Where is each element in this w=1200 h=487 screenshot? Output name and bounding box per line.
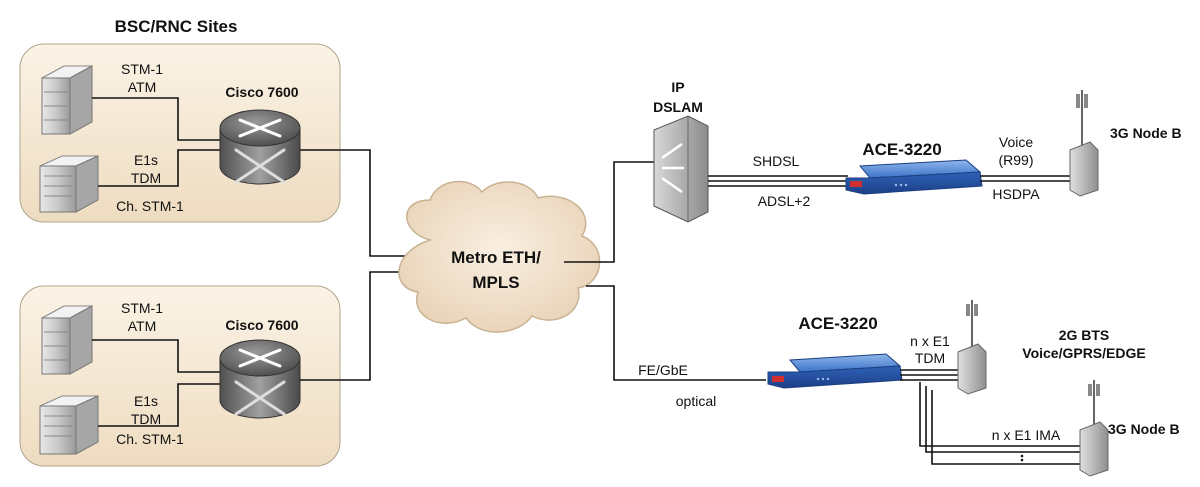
site-2-lower-note: Ch. STM-1 [116,431,184,447]
site-1-upper-link-line1: STM-1 [121,61,163,77]
top-node-links [980,175,1072,182]
top-link-upper-label: SHDSL [753,153,800,169]
top-ace-label: ACE-3220 [862,140,941,159]
site-2-atm-server-icon [41,305,93,375]
cloud-label-line1: Metro ETH/ [451,248,541,267]
dsl-lines-top [708,175,848,187]
site-1-router-label: Cisco 7600 [225,84,298,100]
top-voice-line1: Voice [999,134,1033,150]
site-1-lower-link-line2: TDM [131,170,161,186]
site-1-router-icon [219,109,301,185]
top-link-lower-label: ADSL+2 [758,193,811,209]
bottom-tdm-line2: TDM [915,350,945,366]
dslam-label-line1: IP [671,79,684,95]
site-2-router-label: Cisco 7600 [225,317,298,333]
bottom-ace-device-icon [767,353,903,389]
bottom-tdm-links [900,369,960,381]
top-voice-line2: (R99) [998,152,1033,168]
site-1-upper-link-line2: ATM [128,79,157,95]
site-1-lower-link-line1: E1s [134,152,158,168]
bottom-tdm-line1: n x E1 [910,333,950,349]
cloud-dslam-link [564,161,658,263]
site-1-atm-link [92,97,222,141]
metro-cloud-icon [398,180,601,333]
site-1-atm-server-icon [41,65,93,135]
site-2-tdm-link [98,383,222,427]
cloud-ace-bottom-link [586,285,766,381]
bottom-node-b-icon [1079,380,1109,477]
dslam-icon [653,115,709,223]
bottom-node-b-label: 3G Node B [1108,421,1180,437]
bts-label-line1: 2G BTS [1059,327,1110,343]
site-2-router-icon [219,339,301,419]
site-2-upper-link-line1: STM-1 [121,300,163,316]
cloud-label-line2: MPLS [472,273,519,292]
site-2-background [19,285,341,467]
router-2-cloud-link [300,271,418,381]
bottom-uplink-label: FE/GbE [638,362,688,378]
dslam-label-line2: DSLAM [653,99,703,115]
site-2-upper-link-line2: ATM [128,318,157,334]
ima-label: n x E1 IMA [992,427,1061,443]
site-1-tdm-server-icon [39,155,99,213]
router-1-cloud-link [300,149,418,257]
site-2-tdm-server-icon [39,395,99,455]
top-ace-device-icon [845,159,983,195]
bottom-ima-links [919,382,1080,465]
top-node-b-icon [1069,90,1099,197]
site-1: STM-1 ATM E1s TDM Ch. STM-1 Cisco 7600 [19,43,341,223]
site-2-lower-link-line2: TDM [131,411,161,427]
bottom-ace-label: ACE-3220 [798,314,877,333]
site-2: STM-1 ATM E1s TDM Ch. STM-1 Cisco 7600 [19,285,341,467]
site-1-lower-note: Ch. STM-1 [116,198,184,214]
bottom-uplink-note: optical [676,393,716,409]
site-2-atm-link [92,339,222,373]
top-node-b-label: 3G Node B [1110,125,1182,141]
site-1-tdm-link [98,149,222,187]
top-hsdpa-label: HSDPA [992,186,1040,202]
site-2-lower-link-line1: E1s [134,393,158,409]
bts-label-line2: Voice/GPRS/EDGE [1022,345,1145,361]
bts-icon [957,300,987,395]
site-group-title: BSC/RNC Sites [115,17,238,36]
